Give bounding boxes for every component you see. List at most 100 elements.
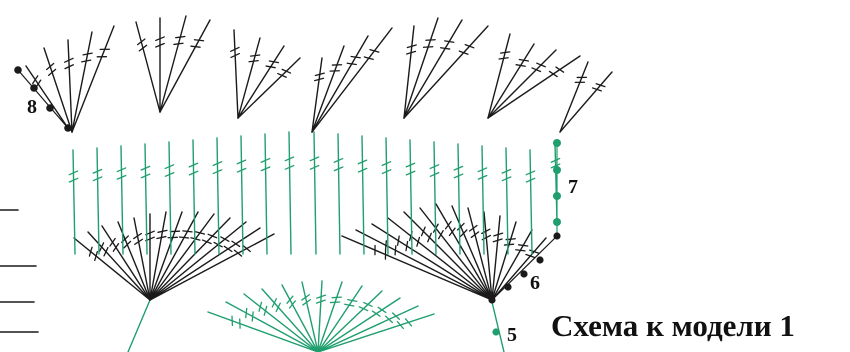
chain-stitch [553,192,561,200]
stitch-tick [281,68,292,74]
stitch-tick [231,240,241,248]
stitch-tick [81,59,92,63]
stitch-line [216,137,220,255]
chain-stitch [553,232,561,240]
stitch-tick [529,249,540,254]
stitch-tick [138,44,148,52]
stitch-line [317,285,363,352]
stitch-tick [595,83,606,88]
stitch-tick [260,157,271,163]
stitch-tick [499,51,511,54]
chain-stitch [488,296,496,304]
stitch-tick [391,312,401,320]
stitch-tick [275,302,281,313]
stitch-tick [164,164,175,170]
stitch-tick [164,172,175,177]
stitch-tick [425,39,436,41]
stitch-line [505,147,509,255]
stitch-tick [46,62,55,71]
stitch-line [72,149,76,255]
stitch-tick [271,298,277,308]
stitch-line [237,37,261,119]
stitch-line [87,231,151,301]
chain-stitch [553,139,561,147]
stitch-tick [456,222,465,231]
stitch-line [101,225,151,301]
stitch-tick [134,238,144,245]
stitch-tick [190,237,201,241]
stitch-tick [550,163,561,169]
stitch-tick [444,40,455,43]
stitch-line [457,143,461,255]
stitch-tick [331,296,342,299]
stitch-line [159,19,211,113]
stitch-tick [116,167,127,173]
stitch-line [71,31,93,133]
row-label-8: 8 [27,96,37,118]
stitch-tick [188,170,199,176]
stitch-line [559,71,613,133]
stitch-tick [357,167,368,173]
stitch-tick [193,39,205,42]
stitch-tick [406,50,417,55]
stitch-tick [498,57,509,60]
stitch-line [149,211,199,301]
stitch-tick [92,168,103,174]
stitch-tick [284,164,295,170]
stitch-tick [396,320,404,330]
stitch-line [317,313,435,352]
stitch-tick [188,162,199,168]
stitch-tick [405,162,416,168]
stitch-tick [437,230,444,240]
stitch-tick [99,242,105,252]
stitch-line [337,133,341,255]
stitch-line [387,217,493,301]
stitch-line [317,297,401,352]
stitch-line [487,49,557,119]
stitch-tick [173,42,184,46]
stitch-tick [492,238,503,243]
stitch-tick [301,294,310,301]
stitch-line [317,305,419,352]
stitch-line [487,55,581,119]
stitch-tick [136,38,146,46]
stitch-line [225,301,319,352]
stitch-line [237,57,301,119]
stitch-line [25,65,69,129]
stitch-line [73,237,151,301]
stitch-line [144,143,148,255]
stitch-tick [236,167,247,173]
stitch-tick [468,224,478,232]
chain-stitch [492,328,500,336]
stitch-line [409,139,413,255]
stitch-line [311,45,345,133]
stitch-tick [404,318,413,327]
stitch-tick [64,64,74,70]
stitch-line [96,147,100,255]
stitch-line [159,15,187,113]
stitch-tick [263,305,268,316]
stitch-tick [133,232,143,240]
stitch-tick [333,157,344,163]
stitch-tick [245,307,248,319]
stitch-line [233,29,239,119]
chain-stitch [64,124,72,132]
stitch-tick [109,237,116,247]
stitch-tick [405,240,409,252]
stitch-line [451,205,493,301]
stitch-line [371,223,493,301]
stitch-line [301,281,319,352]
stitch-tick [448,227,456,237]
stitch-line [317,280,323,352]
stitch-line [487,43,535,119]
stitch-tick [207,233,218,239]
stitch-tick [258,301,263,312]
stitch-tick [277,72,287,78]
stitch-tick [220,236,230,243]
stitch-tick [140,173,151,179]
stitch-line [149,227,261,301]
stitch-tick [230,46,240,52]
row-label-7: 7 [568,176,578,198]
stitch-tick [155,36,165,42]
